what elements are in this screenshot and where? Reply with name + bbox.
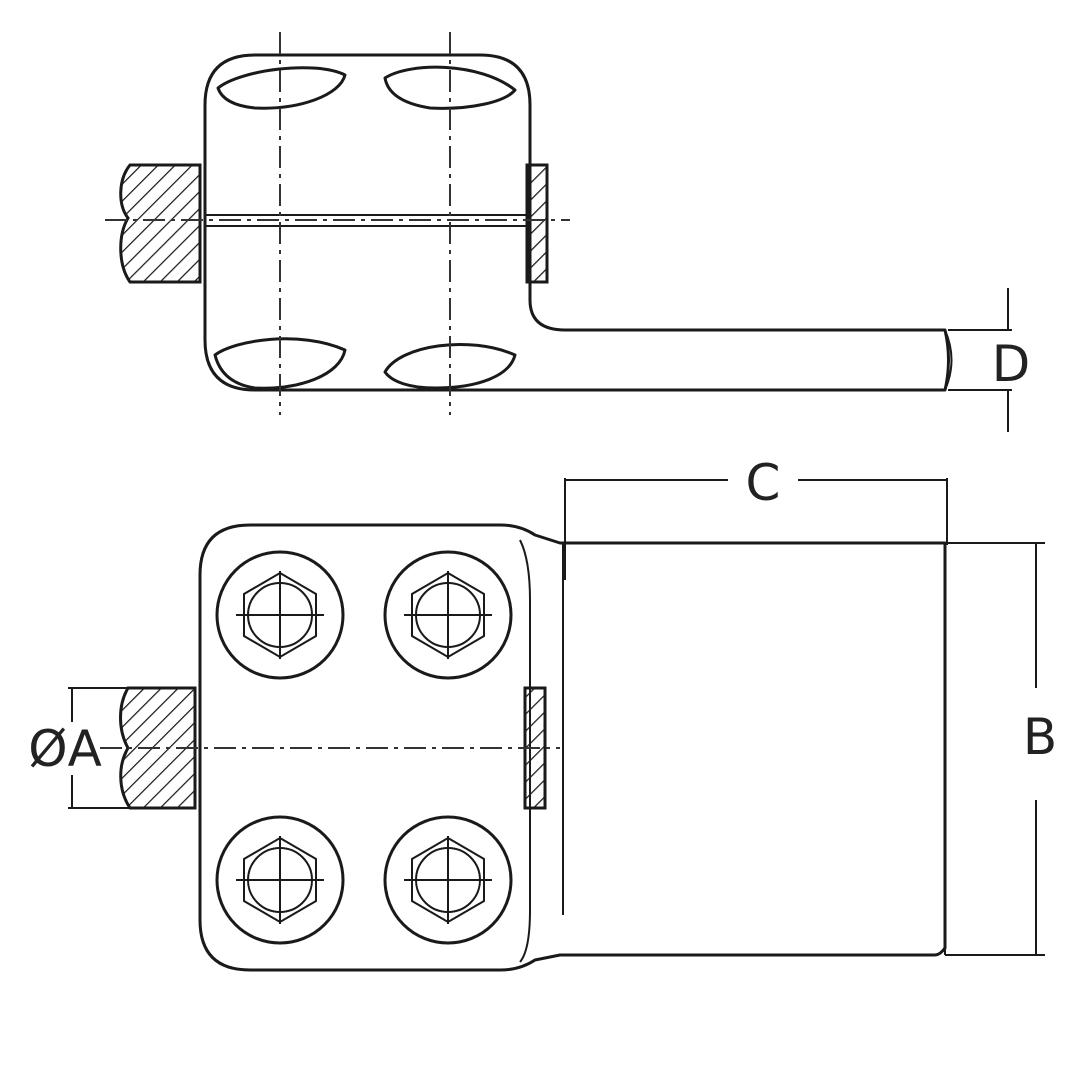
lug-end [944,329,953,391]
dim-c-label: C [746,454,781,512]
bolt-top-right [383,550,513,680]
conductor-stub-left [119,163,202,284]
side-view: D [105,32,1030,432]
conductor-stub-right [525,163,549,284]
dim-b-label: B [1023,708,1057,766]
dim-d-label: D [992,335,1031,393]
connector-body-side [203,53,950,392]
clamp-edge [519,539,531,963]
bolt-lens-top-left [216,66,347,110]
dim-a-label: ØA [28,720,102,778]
bolt-bottom-left [215,815,345,945]
bolt-bottom-right [383,815,513,945]
bolt-top-left [215,550,345,680]
plan-view: C B ØA [28,454,1057,972]
bolt-lens-bottom-right [383,342,517,390]
connector-body-plan [198,523,947,972]
bolt-lens-bottom-left [213,337,347,390]
bolt-lens-top-right [383,65,517,110]
